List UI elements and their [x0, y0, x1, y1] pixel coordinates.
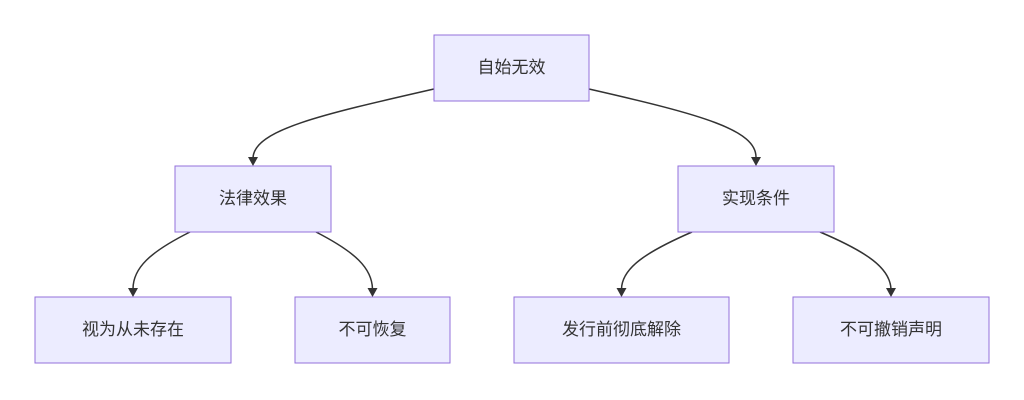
edge-realization-to-thorough-removal-arrowhead: [616, 288, 627, 297]
edge-legal-effect-to-void-never-existed-arrowhead: [128, 288, 138, 297]
node-realization: 实现条件: [677, 165, 835, 233]
node-legal-effect-label: 法律效果: [219, 189, 287, 209]
node-void-never-existed: 视为从未存在: [34, 296, 232, 364]
node-thorough-removal: 发行前彻底解除: [513, 296, 730, 364]
node-void-never-existed-label: 视为从未存在: [82, 320, 184, 340]
edge-realization-to-thorough-removal: [620, 231, 693, 290]
node-realization-label: 实现条件: [722, 189, 790, 209]
node-root-label: 自始无效: [478, 58, 546, 78]
node-root: 自始无效: [433, 34, 590, 102]
edge-root-to-legal-effect-arrowhead: [248, 157, 258, 166]
edge-root-to-realization-arrowhead: [751, 157, 761, 166]
edge-realization-to-irrevocable: [819, 231, 892, 290]
edge-root-to-realization: [588, 88, 757, 159]
node-irrecoverable: 不可恢复: [294, 296, 451, 364]
node-legal-effect: 法律效果: [174, 165, 332, 233]
node-irrecoverable-label: 不可恢复: [339, 320, 407, 340]
edge-legal-effect-to-irrecoverable: [315, 231, 374, 290]
node-irrevocable: 不可撤销声明: [792, 296, 990, 364]
node-irrevocable-label: 不可撤销声明: [840, 320, 942, 340]
edges: [128, 88, 896, 297]
node-thorough-removal-label: 发行前彻底解除: [562, 320, 681, 340]
edge-legal-effect-to-irrecoverable-arrowhead: [367, 288, 378, 297]
edge-root-to-legal-effect: [252, 88, 435, 159]
edge-legal-effect-to-void-never-existed: [132, 231, 191, 290]
edge-realization-to-irrevocable-arrowhead: [886, 288, 896, 297]
